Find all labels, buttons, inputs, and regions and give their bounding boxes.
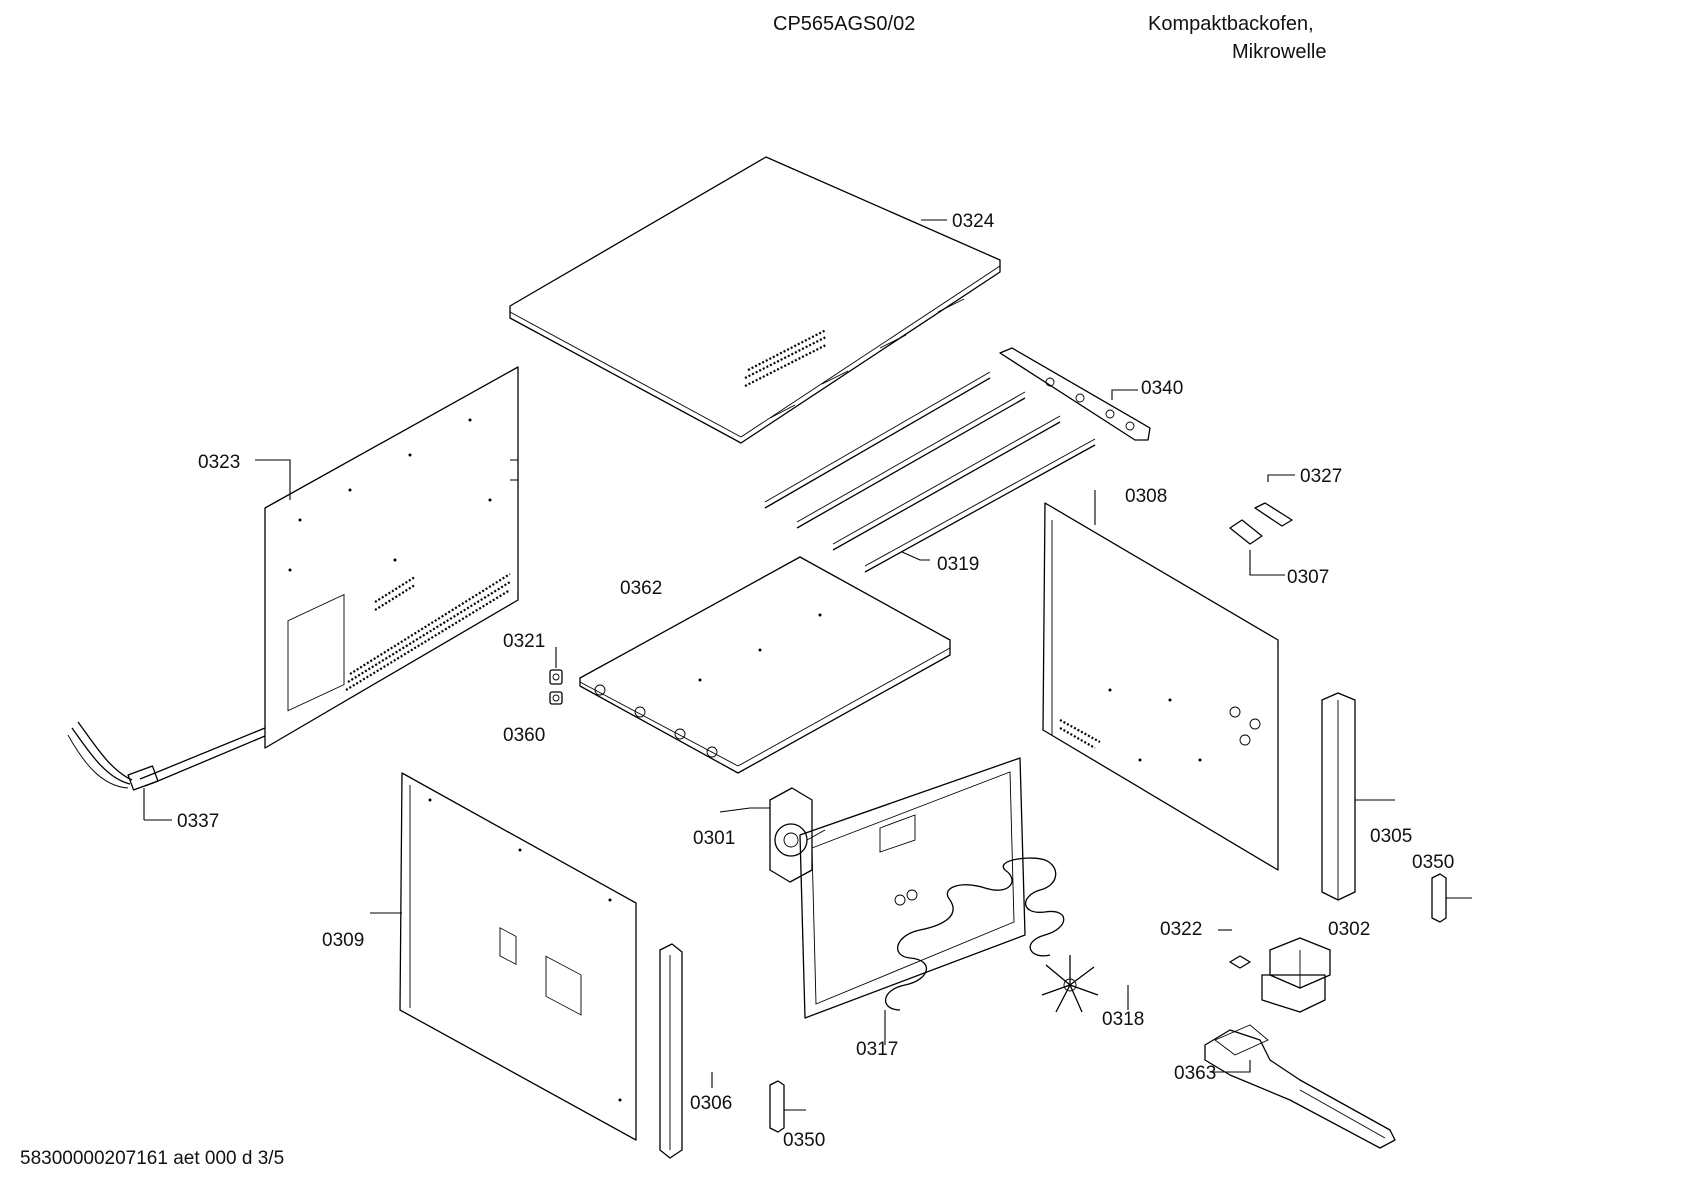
part-label-0309: 0309 [322,930,365,951]
part-label-0350-bottom: 0350 [783,1130,826,1151]
part-0319-heating-rods [764,371,1096,573]
part-0307-plate [1229,519,1263,545]
part-0302-transformer [1261,937,1331,1013]
part-0317-heating-element [884,857,1065,1011]
part-label-0301: 0301 [693,828,736,849]
part-label-0317: 0317 [856,1039,899,1060]
part-label-0327: 0327 [1300,466,1343,487]
part-label-0318: 0318 [1102,1009,1145,1030]
part-label-0323: 0323 [198,452,241,473]
part-0363-air-duct [1204,1024,1396,1149]
part-0305-side-strip [1321,692,1356,901]
part-0340-bracket [999,347,1151,441]
part-0323-left-panel [264,366,519,749]
part-0360-clip [549,691,563,705]
part-rear-wall-frame [799,757,1026,1019]
part-0337-power-cable [67,721,266,791]
part-label-0363: 0363 [1174,1063,1217,1084]
model-number: CP565AGS0/02 [773,13,916,35]
part-label-0305: 0305 [1370,826,1413,847]
part-0327-bracket [1254,502,1293,527]
part-0350-clip-bottom [769,1080,785,1133]
part-0301-fan-motor [769,787,826,883]
part-0362-chassis-box [579,556,951,774]
part-0324-top-cover [509,156,1001,444]
part-0321-clip [549,669,563,685]
product-type-line1: Kompaktbackofen, [1148,13,1314,35]
part-label-0360: 0360 [503,725,546,746]
part-0322-clip [1229,955,1251,969]
part-label-0340: 0340 [1141,378,1184,399]
part-label-0306: 0306 [690,1093,733,1114]
part-0308-right-panel [1042,502,1279,871]
part-label-0324: 0324 [952,211,995,232]
part-0318-fan-impeller [1041,955,1099,1013]
part-label-0337: 0337 [177,811,220,832]
part-label-0307: 0307 [1287,567,1330,588]
part-label-0302: 0302 [1328,919,1371,940]
document-code: 58300000207161 aet 000 d 3/5 [20,1148,285,1169]
part-label-0308: 0308 [1125,486,1168,507]
part-0309-front-cover [399,772,637,1141]
part-label-0350-right: 0350 [1412,852,1455,873]
part-label-0362: 0362 [620,578,663,599]
leader-lines [143,219,1472,1111]
part-label-0322: 0322 [1160,919,1203,940]
part-0306-front-strip [659,943,683,1159]
part-label-0319: 0319 [937,554,980,575]
product-type-line2: Mikrowelle [1232,42,1327,60]
part-label-0321: 0321 [503,631,546,652]
part-0350-clip-right [1431,873,1447,923]
